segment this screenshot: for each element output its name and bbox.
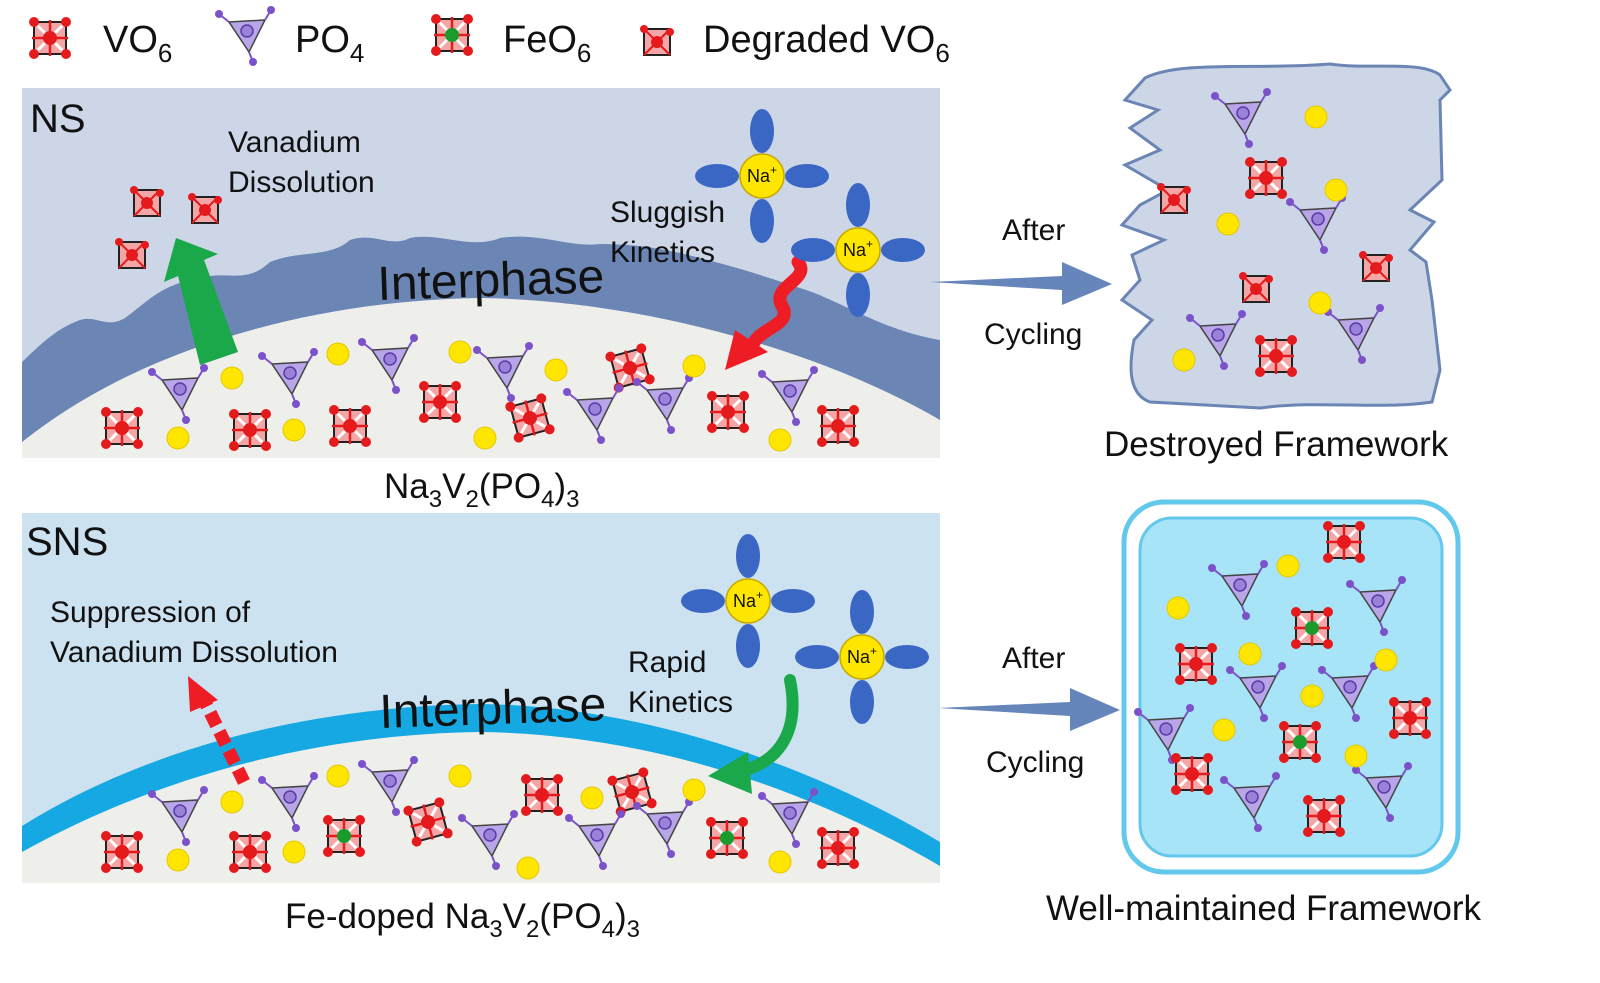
svg-text:Na+: Na+ <box>747 163 777 186</box>
ns-cycling-arrow <box>930 262 1112 305</box>
ns-after-label: After <box>1002 214 1065 247</box>
sns-result-caption: Well-maintained Framework <box>1046 889 1482 928</box>
sns-cycling-arrow <box>938 688 1120 731</box>
ns-dissolution-line1: Vanadium <box>228 126 361 159</box>
ns-kinetics-arrowhead <box>725 330 768 370</box>
ns-result-caption: Destroyed Framework <box>1104 425 1449 464</box>
ns-dissolution-line2: Dissolution <box>228 166 375 199</box>
sns-cycling-label: Cycling <box>986 746 1084 779</box>
legend-vo6: VO6 <box>103 19 172 68</box>
ns-panel <box>22 88 940 458</box>
po4-legend-icon <box>214 5 276 67</box>
ns-material-caption: Na3V2(PO4)3 <box>384 467 579 513</box>
legend: VO6 PO4 FeO6 Degraded VO6 <box>27 5 950 68</box>
sns-kinetics-arrow <box>739 674 799 776</box>
sns-after-label: After <box>1002 642 1065 675</box>
sns-interphase-label: Interphase <box>379 678 608 739</box>
degraded-vo6-icon <box>114 237 150 269</box>
degraded-vo6-icon <box>129 185 165 217</box>
legend-degraded: Degraded VO6 <box>703 19 950 68</box>
vo6-legend-icon <box>27 15 73 61</box>
ns-kinetics-line2: Kinetics <box>610 236 715 269</box>
degraded-vo6-legend-icon <box>639 24 675 56</box>
ns-dissolution-arrow <box>164 238 238 365</box>
well-maintained-framework <box>1121 499 1461 875</box>
ns-kinetics-arrow <box>745 255 808 355</box>
sns-dissolution-arrow-dashed <box>200 701 250 785</box>
ns-interphase-label: Interphase <box>377 250 606 311</box>
feo6-legend-icon <box>429 12 475 58</box>
sns-material-caption: Fe-doped Na3V2(PO4)3 <box>285 897 640 943</box>
na-ion-solvated: Na+ <box>794 589 930 725</box>
svg-text:Na+: Na+ <box>847 644 877 667</box>
sns-kinetics-arrowhead <box>708 752 752 794</box>
sns-kinetics-line2: Kinetics <box>628 686 733 719</box>
sns-kinetics-line1: Rapid <box>628 646 706 679</box>
destroyed-framework <box>1119 62 1452 410</box>
sns-dissolution-line1: Suppression of <box>50 596 251 629</box>
sns-panel <box>22 513 940 883</box>
ns-kinetics-line1: Sluggish <box>610 196 725 229</box>
svg-text:Na+: Na+ <box>733 588 763 611</box>
na-ion-solvated: Na+ <box>694 108 830 244</box>
sns-dissolution-line2: Vanadium Dissolution <box>50 636 338 669</box>
legend-feo6: FeO6 <box>503 19 591 68</box>
ns-cycling-label: Cycling <box>984 318 1082 351</box>
sns-tag: SNS <box>26 520 108 564</box>
svg-text:Na+: Na+ <box>843 237 873 260</box>
na-ion-solvated: Na+ <box>680 533 816 669</box>
legend-po4: PO4 <box>295 19 364 68</box>
na-ion-solvated: Na+ <box>790 182 926 318</box>
degraded-vo6-icon <box>187 192 223 224</box>
sns-dissolution-arrowhead <box>188 676 218 712</box>
ns-tag: NS <box>30 97 86 141</box>
